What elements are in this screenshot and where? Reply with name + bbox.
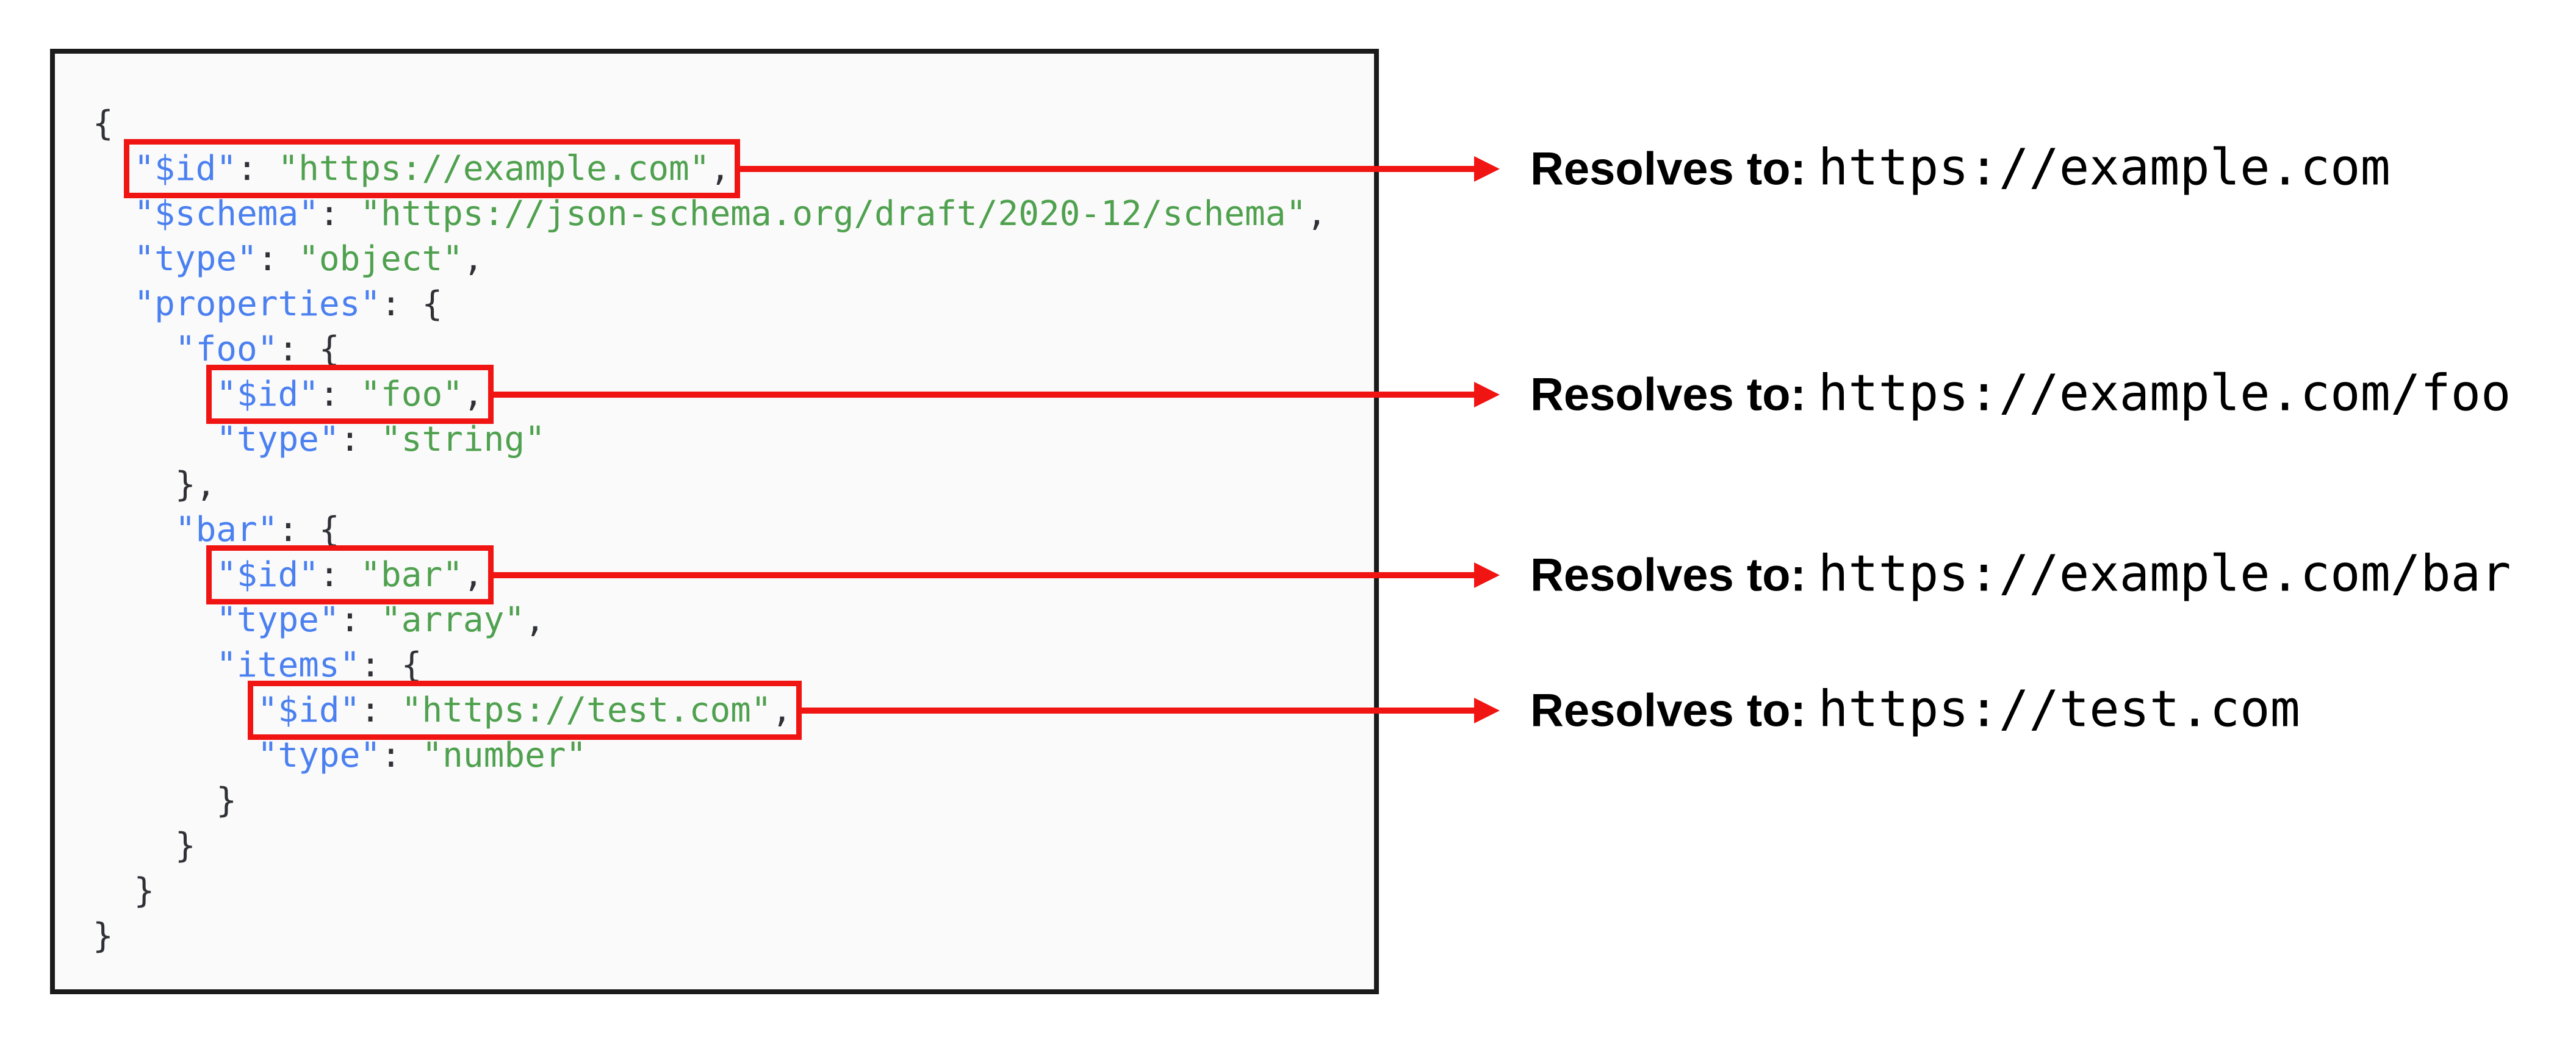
arrow-line xyxy=(740,165,1477,172)
arrow-head xyxy=(1474,697,1500,723)
code-token-pun: , xyxy=(1306,194,1327,234)
code-token-key: "$id" xyxy=(257,690,361,730)
code-token-key: "type" xyxy=(216,420,340,459)
code-token-str: "https://json-schema.org/draft/2020-12/s… xyxy=(360,194,1307,234)
code-token-pun: { xyxy=(93,104,113,143)
code-line: "items": { xyxy=(93,643,1327,688)
code-token-pun: } xyxy=(134,871,155,911)
highlight-box: "$id": "https://test.com", xyxy=(247,681,802,740)
code-token-key: "$id" xyxy=(216,375,319,414)
code-token-pun: : xyxy=(339,600,381,640)
code-token-pun: : xyxy=(257,239,299,279)
code-token-key: "$id" xyxy=(216,555,319,595)
code-token-pun: } xyxy=(174,826,196,866)
annotation-url: https://example.com/bar xyxy=(1818,545,2511,603)
code-token-key: "properties" xyxy=(134,284,381,324)
code-line: "$id": "foo", xyxy=(93,365,1327,424)
code-token-pun: : xyxy=(318,194,361,234)
code-token-str: "bar" xyxy=(360,555,463,595)
code-line: }, xyxy=(93,462,1327,507)
arrow-head xyxy=(1474,156,1500,182)
highlight-box: "$id": "https://example.com", xyxy=(124,139,741,198)
code-token-pun: : { xyxy=(381,284,443,324)
annotation-url: https://example.com xyxy=(1818,138,2391,197)
code-token-key: "items" xyxy=(216,645,361,685)
code-line: "$id": "bar", xyxy=(93,545,1327,604)
code-token-pun: }, xyxy=(174,465,217,504)
code-line: { xyxy=(93,101,1327,146)
code-token-str: "array" xyxy=(381,600,525,640)
code-token-pun: : xyxy=(318,555,361,595)
arrow-line xyxy=(493,572,1477,578)
code-token-pun: , xyxy=(462,239,484,279)
arrow-line xyxy=(493,391,1477,398)
annotation-row: Resolves to:https://example.com/foo xyxy=(1530,364,2511,422)
code-token-str: "https://test.com" xyxy=(401,690,772,730)
code-token-pun: , xyxy=(710,149,731,188)
json-code: { "$id": "https://example.com", "$schema… xyxy=(55,54,1339,959)
code-line: "$id": "https://test.com", xyxy=(93,681,1327,740)
code-token-pun: : { xyxy=(278,329,340,369)
code-token-pun: } xyxy=(93,916,113,956)
code-token-pun: , xyxy=(462,555,484,595)
code-token-key: "foo" xyxy=(174,329,278,369)
code-token-pun: , xyxy=(462,375,484,414)
code-token-str: "number" xyxy=(422,736,587,775)
code-token-str: "string" xyxy=(381,420,545,459)
code-token-pun: : xyxy=(318,375,361,414)
annotation-url: https://example.com/foo xyxy=(1818,364,2511,423)
code-panel: { "$id": "https://example.com", "$schema… xyxy=(50,49,1379,994)
annotation-label: Resolves to: xyxy=(1530,684,1806,737)
code-line: "$id": "https://example.com", xyxy=(93,139,1327,198)
code-token-pun: , xyxy=(525,600,545,640)
code-token-key: "type" xyxy=(257,736,381,775)
code-token-key: "$schema" xyxy=(134,194,319,234)
annotation-row: Resolves to:https://example.com xyxy=(1530,138,2391,196)
code-line: "properties": { xyxy=(93,282,1327,327)
code-token-pun: : xyxy=(339,420,381,459)
code-token-str: "foo" xyxy=(360,375,463,414)
annotation-row: Resolves to:https://example.com/bar xyxy=(1530,545,2511,603)
code-token-pun: : xyxy=(381,736,422,775)
arrow-line xyxy=(802,707,1477,714)
code-token-pun: : xyxy=(237,149,278,188)
code-line: "type": "array", xyxy=(93,598,1327,643)
arrow-head xyxy=(1474,562,1500,588)
code-token-pun: : { xyxy=(278,510,340,550)
code-token-key: "$id" xyxy=(134,149,237,188)
code-token-pun: : xyxy=(360,690,401,730)
code-token-key: "type" xyxy=(216,600,340,640)
code-line: } xyxy=(93,778,1327,823)
code-line: } xyxy=(93,914,1327,959)
annotation-label: Resolves to: xyxy=(1530,368,1806,421)
annotation-label: Resolves to: xyxy=(1530,549,1806,601)
code-line: "type": "object", xyxy=(93,237,1327,282)
code-line: } xyxy=(93,869,1327,914)
annotation-label: Resolves to: xyxy=(1530,143,1806,195)
code-token-pun: } xyxy=(216,781,237,820)
highlight-box: "$id": "bar", xyxy=(206,545,494,604)
code-line: "foo": { xyxy=(93,327,1327,372)
code-line: "$schema": "https://json-schema.org/draf… xyxy=(93,192,1327,237)
code-line: "type": "number" xyxy=(93,733,1327,778)
code-token-str: "object" xyxy=(298,239,463,279)
highlight-box: "$id": "foo", xyxy=(206,365,494,424)
annotation-row: Resolves to:https://test.com xyxy=(1530,680,2300,738)
code-line: "bar": { xyxy=(93,507,1327,553)
code-line: "type": "string" xyxy=(93,417,1327,462)
code-token-pun: , xyxy=(771,690,793,730)
code-token-key: "bar" xyxy=(174,510,278,550)
code-token-pun: : { xyxy=(360,645,422,685)
code-token-str: "https://example.com" xyxy=(278,149,710,188)
annotation-url: https://test.com xyxy=(1818,680,2300,739)
code-line: } xyxy=(93,823,1327,869)
arrow-head xyxy=(1474,381,1500,407)
code-token-key: "type" xyxy=(134,239,257,279)
